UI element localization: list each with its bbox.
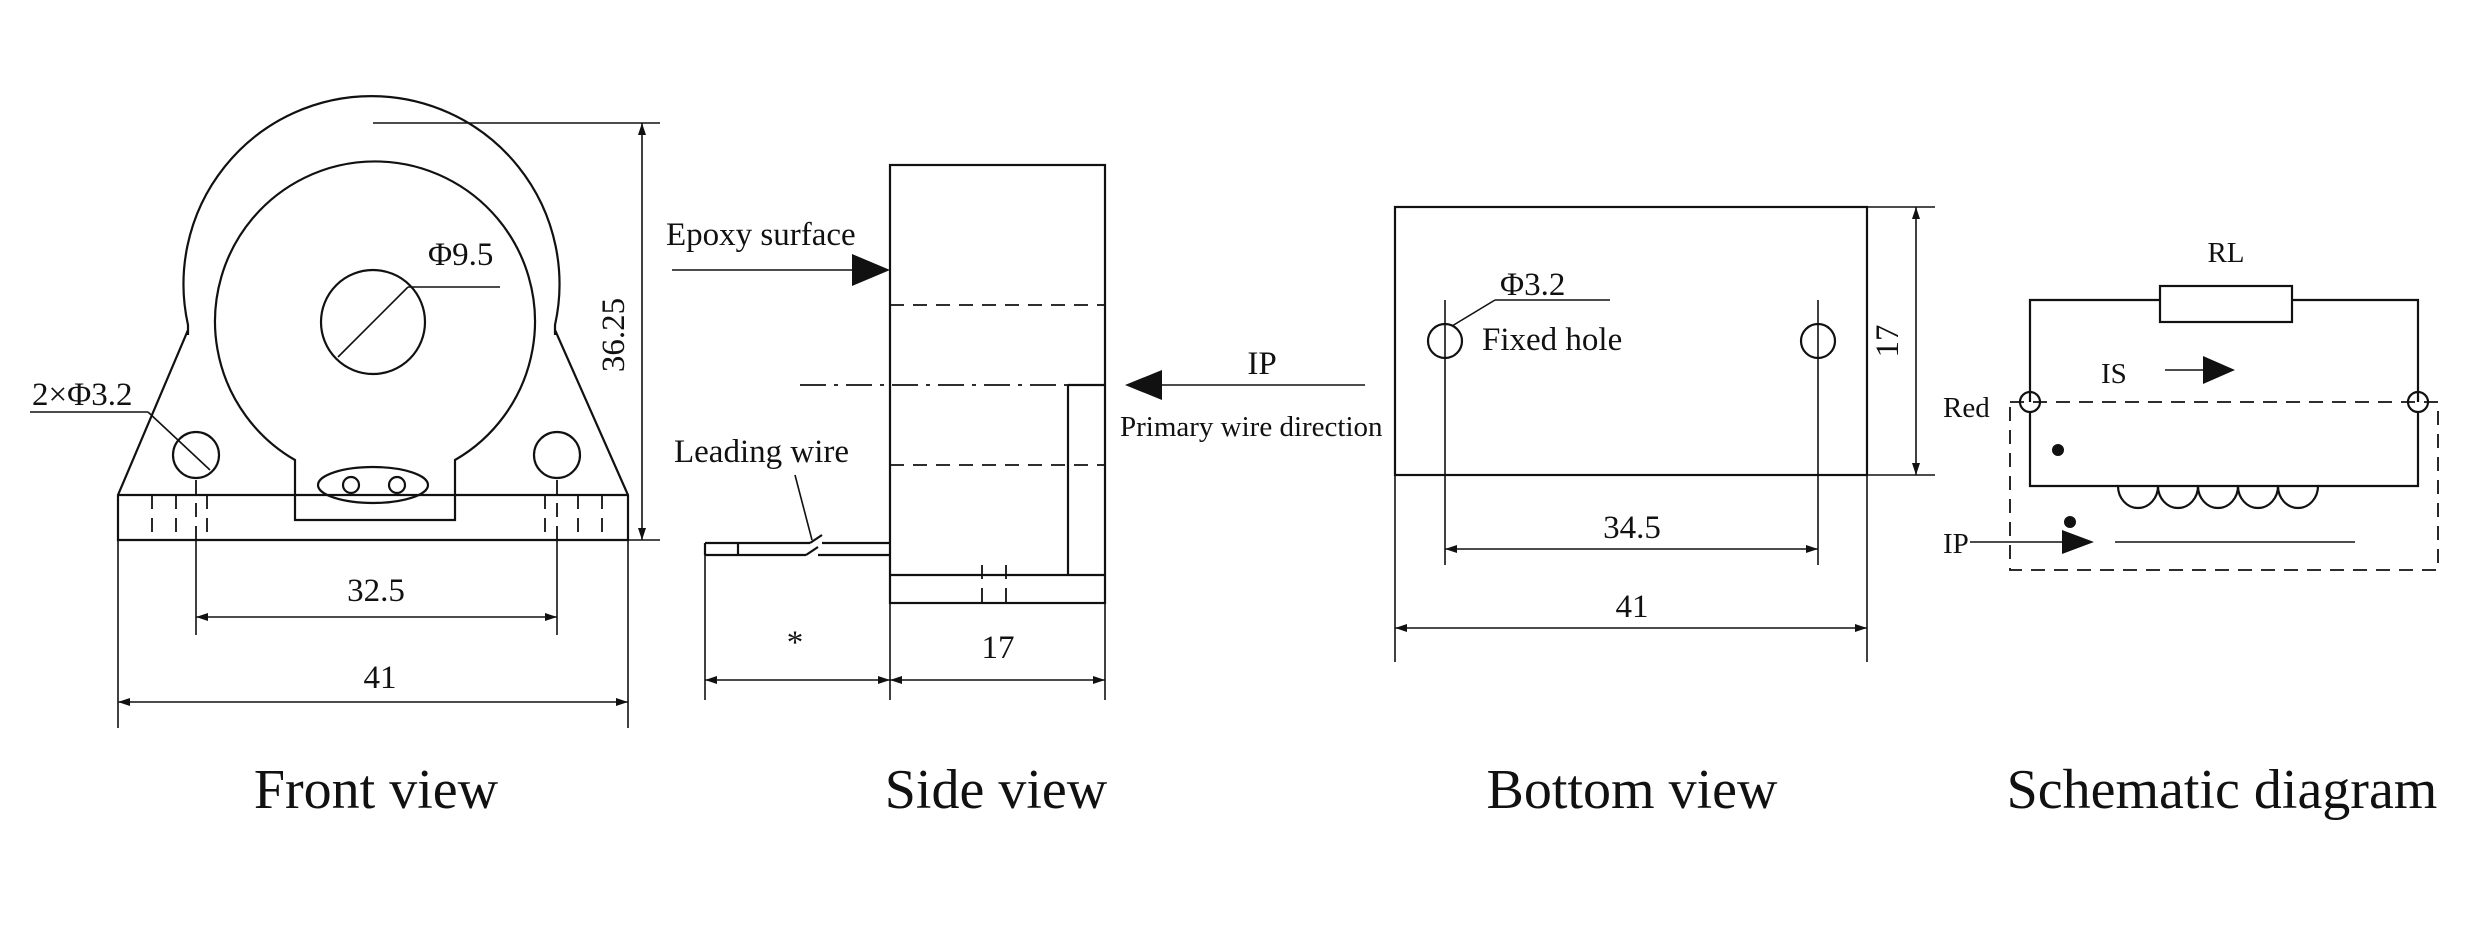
front-bore-diameter-label: Φ9.5 — [428, 237, 493, 273]
schematic-ip-label: IP — [1943, 528, 1969, 560]
mount-hole-right — [532, 430, 582, 480]
front-view-caption: Front view — [254, 759, 499, 821]
front-width-label: 41 — [364, 660, 397, 696]
epoxy-surface-label: Epoxy surface — [666, 217, 856, 253]
is-arrow — [2203, 356, 2235, 384]
bottom-height-label: 17 — [1870, 325, 1906, 358]
bore-diameter-line — [337, 286, 409, 358]
leading-wire-label: Leading wire — [674, 434, 849, 470]
schematic-circuit — [1970, 284, 2439, 571]
mount-hole-left — [171, 430, 221, 480]
bottom-body — [1393, 205, 1869, 477]
is-label: IS — [2101, 358, 2127, 390]
schematic-diagram: RL IS Red IP Schematic diagram — [1943, 237, 2439, 821]
sensor-boundary — [2009, 401, 2439, 571]
bottom-outline — [1393, 205, 1869, 477]
bottom-view: Φ3.2 Fixed hole 34.5 41 17 Bottom view — [1393, 205, 1935, 821]
front-height-label: 36.25 — [596, 298, 632, 372]
lead-length-label: * — [787, 625, 804, 661]
front-outline — [30, 95, 630, 542]
side-dimensions — [704, 555, 1106, 700]
side-view: Epoxy surface IP Primary wire direction … — [666, 163, 1383, 821]
load-resistor — [2158, 284, 2294, 324]
bottom-width-label: 41 — [1616, 589, 1649, 625]
red-label: Red — [1943, 392, 1990, 424]
bottom-hole-spacing-label: 34.5 — [1603, 510, 1661, 546]
schematic-caption: Schematic diagram — [2007, 759, 2438, 821]
bottom-view-caption: Bottom view — [1487, 759, 1778, 821]
side-outline — [672, 163, 1365, 605]
side-view-caption: Side view — [885, 759, 1108, 821]
lead-wire — [703, 534, 890, 557]
fixed-hole-label: Fixed hole — [1482, 322, 1622, 358]
epoxy-arrow — [852, 254, 890, 286]
front-dimensions — [117, 122, 660, 728]
front-mount-holes-label: 2×Φ3.2 — [32, 377, 132, 413]
center-bore — [319, 268, 427, 376]
front-hole-spacing-label: 32.5 — [347, 573, 405, 609]
primary-wire-direction-label: Primary wire direction — [1120, 411, 1383, 443]
side-ip-label: IP — [1247, 346, 1276, 382]
rl-label: RL — [2207, 237, 2244, 269]
bottom-dimensions — [1394, 206, 1935, 662]
side-depth-label: 17 — [982, 630, 1015, 666]
front-view: Φ9.5 2×Φ3.2 32.5 41 36.25 Front view — [30, 95, 660, 821]
terminal-slot — [316, 465, 430, 505]
primary-direction-arrow — [1125, 370, 1162, 400]
bottom-hole-diameter-label: Φ3.2 — [1500, 267, 1565, 303]
ip-arrow — [2062, 530, 2094, 554]
